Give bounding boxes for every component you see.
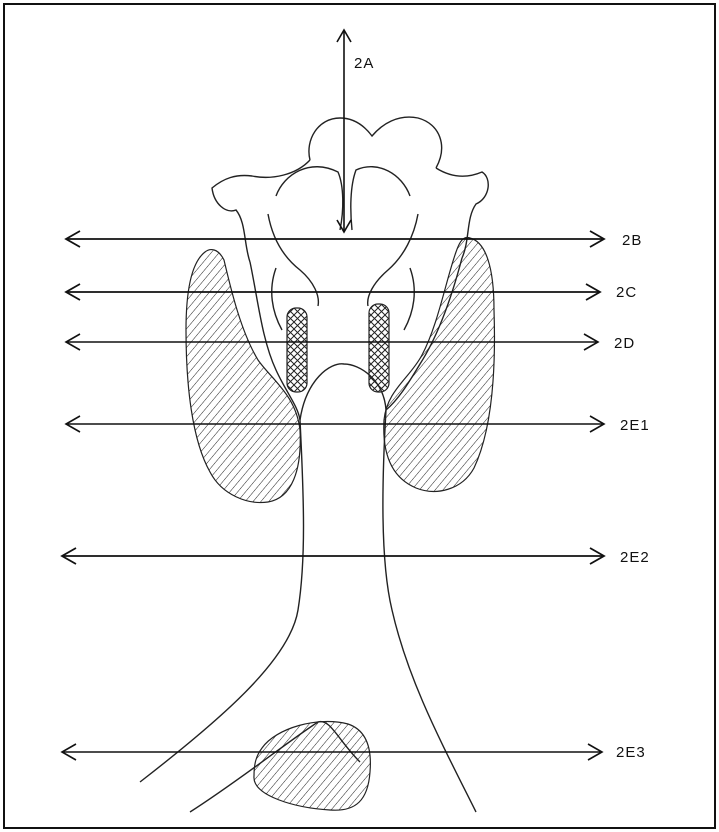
label-2a: 2A (354, 55, 374, 72)
thyroid-left-lobe (186, 250, 300, 503)
thyroid-right-lobe (384, 238, 495, 492)
level-arrow-2b (66, 231, 604, 247)
right-cricoid-segment (369, 304, 389, 392)
level-arrow-2e2 (62, 548, 604, 564)
figure-frame (4, 4, 715, 828)
label-2e2: 2E2 (620, 549, 650, 566)
level-arrow-2d (66, 334, 598, 350)
label-2e3: 2E3 (616, 744, 646, 761)
mediastinal-mass (254, 721, 370, 810)
left-cricoid-segment (287, 308, 307, 392)
level-arrow-2c (66, 284, 600, 300)
label-2c: 2C (616, 284, 637, 301)
label-2b: 2B (622, 232, 642, 249)
level-arrow-2a (337, 30, 351, 232)
level-arrow-2e1 (66, 416, 604, 432)
label-2d: 2D (614, 335, 635, 352)
label-2e1: 2E1 (620, 417, 650, 434)
